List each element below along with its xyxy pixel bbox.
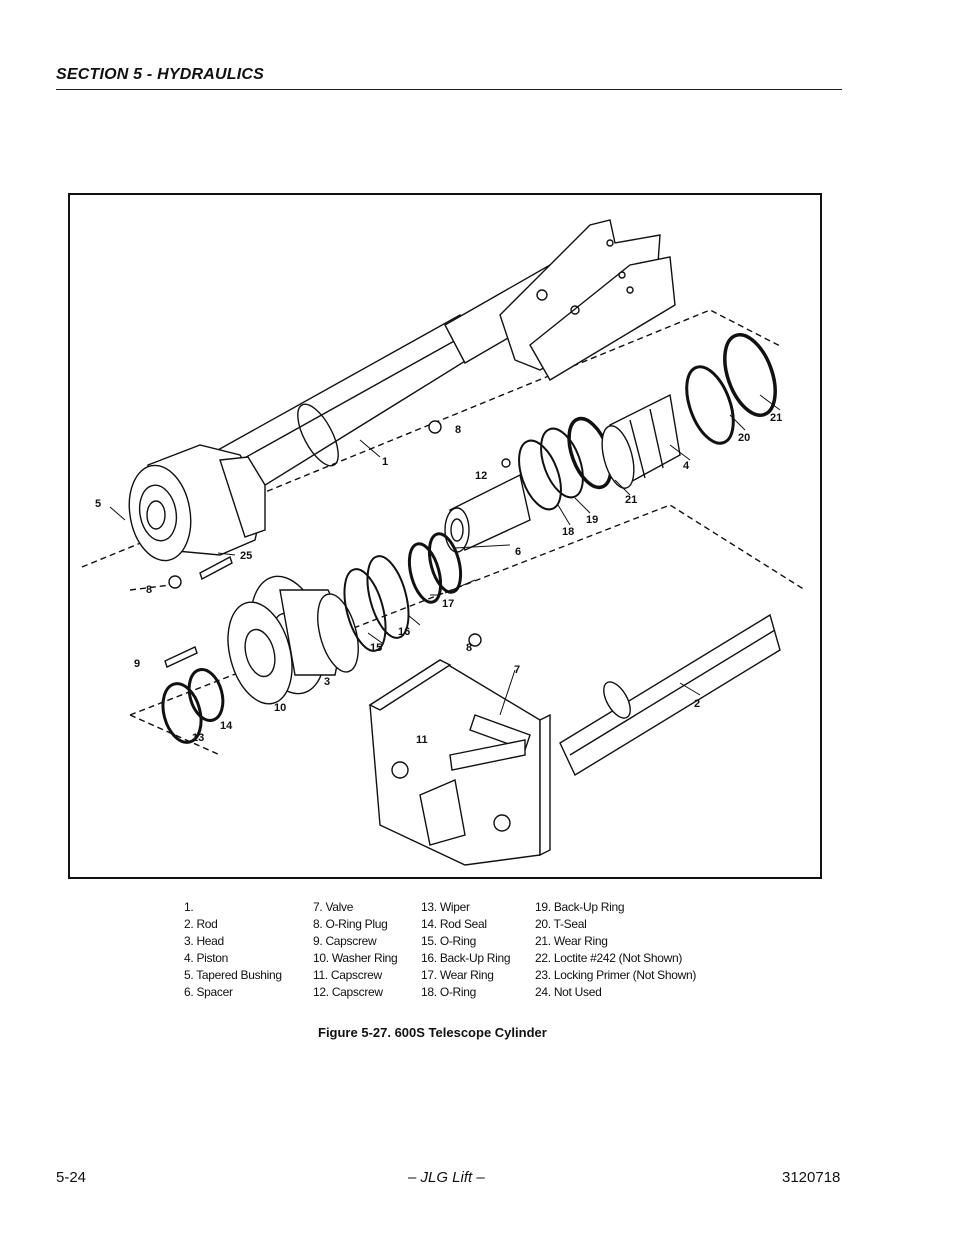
callout-19: 19: [586, 514, 598, 526]
legend-item: 22. Loctite #242 (Not Shown): [535, 951, 683, 965]
legend-item: 15. O-Ring: [421, 934, 477, 948]
callout-3: 3: [324, 676, 330, 688]
seal-rings-upper: [518, 333, 777, 511]
callout-15: 15: [370, 642, 382, 654]
legend-item: 18. O-Ring: [421, 985, 477, 999]
legend-item: 24. Not Used: [535, 985, 602, 999]
figure-caption: Figure 5-27. 600S Telescope Cylinder: [318, 1025, 547, 1040]
document-number: 3120718: [782, 1169, 841, 1186]
callout-10: 10: [274, 702, 286, 714]
callout-21-top: 21: [770, 412, 782, 424]
section-header: SECTION 5 - HYDRAULICS: [56, 66, 264, 83]
legend-item: 19. Back-Up Ring: [535, 900, 625, 914]
callout-5: 5: [95, 498, 101, 510]
legend-item: 9. Capscrew: [313, 934, 377, 948]
legend-item: 12. Capscrew: [313, 985, 383, 999]
seal-rings-middle: [343, 532, 463, 652]
callout-20: 20: [738, 432, 750, 444]
legend-item: 16. Back-Up Ring: [421, 951, 511, 965]
legend-item: 3. Head: [184, 934, 224, 948]
wiper-and-rod-seal: [161, 668, 225, 744]
legend-item: 5. Tapered Bushing: [184, 968, 282, 982]
figure-frame: 5 1 8 25 8 12 6 18 19 21 4 20 21 17 16 1…: [68, 193, 822, 879]
o-ring-plugs: [168, 420, 482, 647]
leader-lines: [109, 394, 781, 716]
legend-item: 1.: [184, 900, 194, 914]
callout-14: 14: [220, 720, 233, 732]
callout-9: 9: [134, 658, 140, 670]
callout-1: 1: [382, 456, 388, 468]
valve-block-part: [368, 659, 551, 866]
legend-item: 7. Valve: [313, 900, 354, 914]
page-number: 5-24: [56, 1169, 87, 1186]
callout-13: 13: [192, 732, 204, 744]
legend-item: 20. T-Seal: [535, 917, 587, 931]
footer-brand: – JLG Lift –: [408, 1169, 485, 1186]
spacer-part: [444, 473, 531, 553]
legend-item: 23. Locking Primer (Not Shown): [535, 968, 697, 982]
legend-item: 2. Rod: [184, 917, 218, 931]
legend-column-3: 13. Wiper 14. Rod Seal 15. O-Ring 16. Ba…: [421, 899, 511, 1001]
callout-7: 7: [514, 664, 520, 676]
legend-item: 11. Capscrew: [313, 968, 382, 982]
callout-11: 11: [416, 734, 428, 746]
legend-item: 4. Piston: [184, 951, 228, 965]
callout-21-mid: 21: [625, 494, 637, 506]
callout-25: 25: [240, 550, 252, 562]
legend-column-1: 1. 2. Rod 3. Head 4. Piston 5. Tapered B…: [184, 899, 282, 1001]
legend-item: 6. Spacer: [184, 985, 233, 999]
callout-4: 4: [683, 460, 690, 472]
callout-16: 16: [398, 626, 410, 638]
legend-item: 13. Wiper: [421, 900, 470, 914]
header-rule: [56, 89, 842, 90]
callout-2: 2: [694, 698, 700, 710]
legend-item: 10. Washer Ring: [313, 951, 398, 965]
callout-8-left: 8: [146, 584, 152, 596]
capscrews: [164, 458, 511, 668]
callout-18: 18: [562, 526, 574, 538]
callout-6: 6: [515, 546, 521, 558]
legend-item: 21. Wear Ring: [535, 934, 608, 948]
washer-ring-part: [227, 601, 293, 705]
legend-column-4: 19. Back-Up Ring 20. T-Seal 21. Wear Rin…: [535, 899, 696, 1001]
callout-8-mid: 8: [466, 642, 472, 654]
rod-part: [559, 613, 781, 777]
callout-17: 17: [442, 598, 454, 610]
callout-12: 12: [475, 470, 487, 482]
callout-8-top: 8: [455, 424, 461, 436]
exploded-view-drawing: 5 1 8 25 8 12 6 18 19 21 4 20 21 17 16 1…: [81, 219, 806, 866]
barrel-assembly: [128, 219, 676, 562]
legend-item: 17. Wear Ring: [421, 968, 494, 982]
legend-column-2: 7. Valve 8. O-Ring Plug 9. Capscrew 10. …: [313, 899, 398, 1001]
upper-dashed-plane: [81, 309, 783, 591]
legend-item: 14. Rod Seal: [421, 917, 487, 931]
legend-item: 8. O-Ring Plug: [313, 917, 388, 931]
piston-part: [601, 393, 681, 489]
